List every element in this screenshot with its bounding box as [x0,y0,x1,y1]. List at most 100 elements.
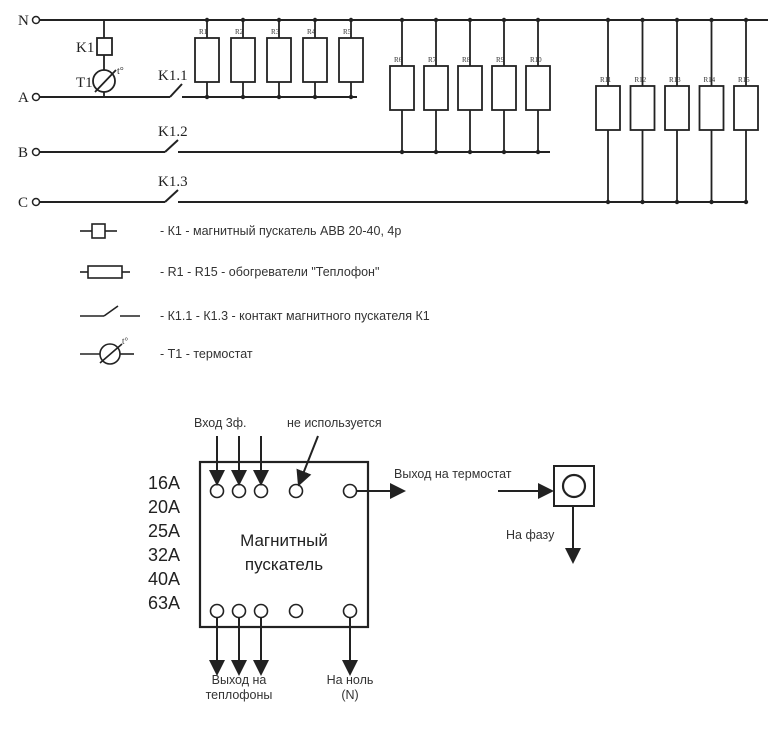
resistor-14-label: R14 [704,76,716,84]
resistor-2-node-bottom [240,94,246,100]
resistor-9-node-bottom [501,149,507,155]
legend-contact-icon [103,305,119,317]
resistor-14-symbol [698,85,725,131]
resistor-12-node-top [640,17,645,23]
legend-resistor-icon [87,265,123,279]
terminal-n [31,15,41,25]
terminal-c [31,197,41,207]
terminal-b [31,147,41,157]
unused-label: не используется [287,416,382,430]
line-labels: N A B C [18,13,29,211]
out-heaters-label-1: Выход на [212,673,267,687]
rating-32a: 32A [148,545,180,565]
resistor-7-symbol [423,65,449,111]
resistor-7-node-bottom [433,149,439,155]
resistor-9-symbol [491,65,517,111]
resistor-2-symbol [230,37,256,83]
resistor-14-node-top [709,17,714,23]
neutral-label-2: (N) [341,688,358,702]
resistor-6-node-top [399,17,405,23]
legend-text-contact: - К1.1 - К1.3 - контакт магнитного пуска… [160,309,430,323]
resistor-4-symbol [302,37,328,83]
rating-20a: 20A [148,497,180,517]
resistor-7-node-top [433,17,439,23]
legend-thermo-slash [99,343,123,364]
resistor-3-node-bottom [276,94,282,100]
resistor-10-node-bottom [535,149,541,155]
legend-thermo-temp-symbol: t° [122,336,129,346]
resistor-10-node-top [535,17,541,23]
resistor-7-label: R7 [428,56,437,64]
resistor-12-symbol [629,85,656,131]
contact-label-k1-2: K1.2 [158,124,188,140]
resistor-11-node-top [605,17,611,23]
to-phase-label: На фазу [506,528,555,542]
resistor-9-node-top [501,17,507,23]
legend [80,223,140,365]
resistor-11-label: R11 [600,76,612,84]
resistor-1-symbol [194,37,220,83]
resistor-1-label: R1 [199,28,208,36]
rating-40a: 40A [148,569,180,589]
terminal-top-1 [209,483,225,499]
legend-text-coil: - К1 - магнитный пускатель ABB 20-40, 4р [160,224,401,238]
thermo-out-label: Выход на термостат [394,467,512,481]
terminal-top-2 [231,483,247,499]
contact-k1-1-symbol [169,83,183,98]
resistor-5-label: R5 [343,28,352,36]
terminal-top-4 [288,483,304,499]
resistor-1-node-bottom [204,94,210,100]
control-branch [92,20,117,97]
rating-25a: 25A [148,521,180,541]
starter-title-line1: Магнитный [240,531,328,550]
rating-63a: 63A [148,593,180,613]
line-label-n: N [18,13,29,29]
contact-k1-3-symbol [164,189,179,203]
resistor-8-node-top [467,17,473,23]
terminal-bottom-2 [231,603,247,619]
resistor-4-node-bottom [312,94,318,100]
resistor-15-node-top [743,17,749,23]
resistor-2-label: R2 [235,28,244,36]
resistor-8-symbol [457,65,483,111]
resistor-14-node-bottom [709,199,714,205]
legend-text-resistor: - R1 - R15 - обогреватели "Теплофон" [160,265,379,279]
terminal-bottom-4 [288,603,304,619]
unused-arrow [296,435,319,487]
resistor-13-node-top [674,17,680,23]
resistor-4-label: R4 [307,28,316,36]
terminal-bottom-1 [209,603,225,619]
resistor-6-symbol [389,65,415,111]
line-label-c: C [18,195,28,211]
input-label: Вход 3ф. [194,416,246,430]
resistor-2-node-top [240,17,246,23]
contact-label-k1-1: K1.1 [158,68,188,84]
resistor-3-node-top [276,17,282,23]
resistor-12-label: R12 [635,76,647,84]
thermostat-slash [94,69,117,93]
coil-label-k1: K1 [76,40,94,56]
out-heaters-label-2: теплофоны [206,688,273,702]
starter-bottom-terminals [209,603,358,619]
resistor-11-node-bottom [605,199,611,205]
legend-text-thermostat: - Т1 - термостат [160,347,253,361]
resistor-5-symbol [338,37,364,83]
resistor-5-node-bottom [348,94,354,100]
coil-k1-symbol [96,37,113,56]
resistor-13-label: R13 [669,76,681,84]
starter-title-line2: пускатель [245,555,323,574]
rating-16a: 16A [148,473,180,493]
bus-lines [40,19,768,203]
contact-k1-2-symbol [164,139,179,153]
resistor-3-symbol [266,37,292,83]
resistor-13-node-bottom [674,199,680,205]
terminal-bottom-5 [342,603,358,619]
resistor-6-label: R6 [394,56,403,64]
starter-arrows [209,435,581,676]
resistor-15-symbol [733,85,759,131]
line-label-b: B [18,145,28,161]
resistor-10-label: R10 [530,56,542,64]
